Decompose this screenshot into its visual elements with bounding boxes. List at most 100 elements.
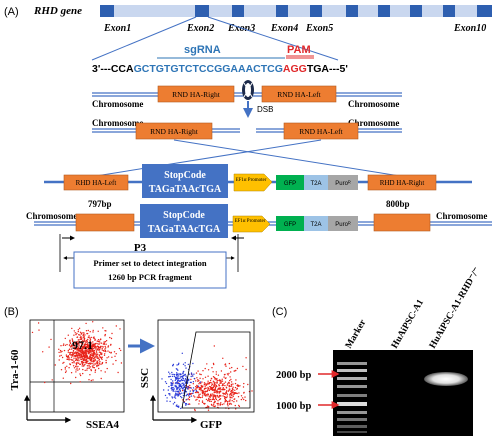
flow-dot <box>73 341 75 344</box>
flow-dot <box>219 380 221 382</box>
flow-dot <box>82 341 85 343</box>
flow-dot <box>213 376 216 379</box>
flow-dot <box>75 342 78 345</box>
promoter-label: EF1α Promoter <box>235 219 266 224</box>
flow-dot <box>190 375 192 378</box>
flow-dot <box>103 343 106 345</box>
flow-dot <box>105 330 107 332</box>
flow-dot <box>202 390 204 393</box>
flow-dot <box>75 365 77 367</box>
flow-dot <box>79 350 82 352</box>
flow-dot <box>217 400 219 402</box>
flow-dot <box>220 395 222 397</box>
flow-dot <box>98 359 100 361</box>
flow-dot <box>181 379 183 382</box>
flow-dot <box>211 382 213 384</box>
panel-a: (A) RHD gene Exon1 Exon2 Exon3 Exon4 Exo… <box>4 5 492 289</box>
flow-dot <box>181 397 183 399</box>
flow-dot <box>68 367 70 369</box>
chromosome-label: Chromosome <box>348 99 399 109</box>
flow-dot <box>94 353 96 355</box>
flow-dot <box>207 380 209 382</box>
flow-dot <box>58 348 60 350</box>
chromosome-label: Chromosome <box>436 211 487 221</box>
flow-dot <box>185 394 187 397</box>
flow-dot <box>198 383 200 385</box>
flow-dot <box>75 363 78 366</box>
exon-label: Exon3 <box>227 23 255 34</box>
flow-dot <box>196 396 198 398</box>
flow-dot <box>80 358 82 361</box>
flow-dot <box>92 344 94 346</box>
seq-sgrna: GCTGTGTCTCCGGAAACTCG <box>134 63 283 75</box>
flow-dot <box>86 341 88 344</box>
flow-dot <box>164 381 167 383</box>
flow-dot <box>105 340 108 342</box>
flow-dot <box>89 337 91 339</box>
flow-dot <box>218 388 220 391</box>
flow-dot <box>180 385 182 388</box>
flow-dot <box>93 352 95 354</box>
flow-dot <box>73 345 75 347</box>
flow-dot <box>241 397 244 399</box>
flow-dot <box>196 391 198 394</box>
flow-dot <box>95 350 98 352</box>
flow-dot <box>89 346 91 348</box>
flow-dot <box>193 389 195 392</box>
flow-dot <box>179 390 182 392</box>
flow-dot <box>88 367 90 369</box>
flow-dot <box>175 378 177 380</box>
flow-dot <box>85 359 88 361</box>
flow-dot <box>54 364 56 366</box>
flow-dot <box>243 392 245 394</box>
flow-dot <box>177 391 180 393</box>
flow-dot <box>207 383 209 386</box>
panel-c-label: (C) <box>272 306 287 318</box>
flow-dot <box>176 394 178 396</box>
flow-dot <box>70 382 72 385</box>
flow-dot <box>97 361 99 363</box>
flow-dot <box>232 383 234 385</box>
flow-dot <box>244 396 246 398</box>
flow-dot <box>228 403 231 405</box>
flow-dot <box>220 382 222 384</box>
flow-dot <box>77 369 79 371</box>
donor-ha-left-label: RHD HA-Left <box>76 179 117 187</box>
flow-dot <box>90 358 92 360</box>
flow-dot <box>70 346 72 348</box>
flow-dot <box>229 393 231 396</box>
flow-dot <box>189 384 191 387</box>
flow-dot <box>237 384 239 386</box>
flow-dot <box>221 380 224 382</box>
flow-dot <box>92 337 95 339</box>
flow-dot <box>195 399 197 401</box>
flow-dot <box>207 400 209 402</box>
flow-dot <box>72 353 74 355</box>
ha-right-label: RND HA-Right <box>150 127 199 136</box>
flow-dot <box>205 383 207 385</box>
flow-dot <box>84 346 86 348</box>
flow-dot <box>171 386 173 389</box>
flow-dot <box>90 336 93 339</box>
flow-dot <box>182 384 184 387</box>
flow-dot <box>86 355 88 358</box>
flow-dot <box>218 391 221 393</box>
flow-dot <box>188 378 190 380</box>
flow-dot <box>108 351 111 353</box>
exon-block <box>276 5 288 17</box>
flow-dot <box>78 339 80 341</box>
flow-dot <box>230 385 232 388</box>
flow-dot <box>74 341 76 344</box>
flow-dot <box>81 337 83 339</box>
flow-dot <box>230 390 232 393</box>
flow-dot <box>221 403 223 406</box>
flow-dot <box>214 382 216 384</box>
flow-dot <box>67 349 70 352</box>
flow-dot <box>187 398 189 400</box>
flow-dot <box>193 377 196 380</box>
flow-dot <box>69 363 71 365</box>
t2a-box <box>304 175 328 190</box>
exon-block <box>346 5 358 17</box>
flow-dot <box>83 335 85 338</box>
flow-dot <box>215 396 217 398</box>
